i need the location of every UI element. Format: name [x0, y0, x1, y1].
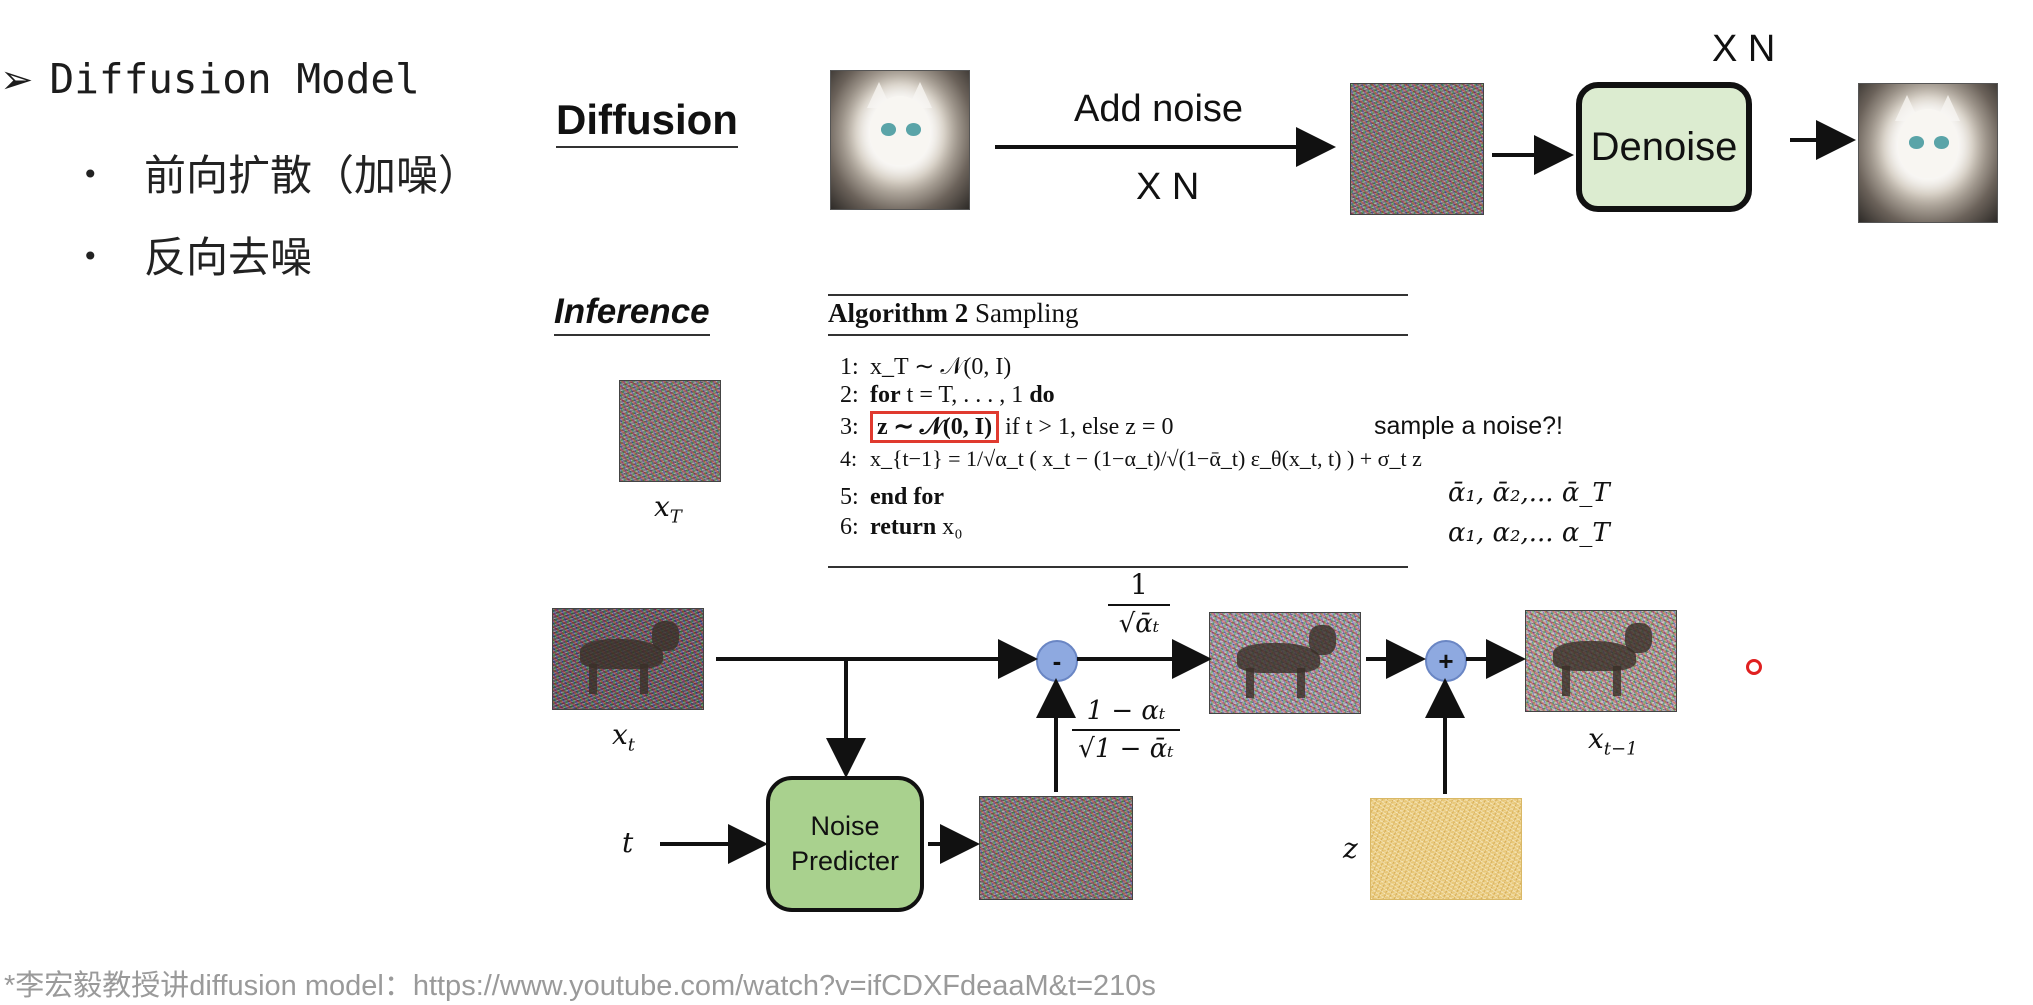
sampling-algorithm: Algorithm 2 Sampling 1:x_T ∼ 𝒩(0, I) 2:f…	[828, 294, 1422, 568]
algorithm-line-1: 1:x_T ∼ 𝒩(0, I)	[840, 354, 1012, 380]
algorithm-line-6: 6:return x₀	[840, 514, 963, 540]
sample-noise-note: sample a noise?!	[1374, 412, 1564, 440]
inference-title: Inference	[554, 292, 710, 336]
clean-cat-image-input	[830, 70, 970, 210]
algorithm-line-2: 2:for t = T, . . . , 1 do	[840, 382, 1055, 408]
xt-minus-1-cat-image	[1525, 610, 1677, 712]
bullet-item-reverse: •反向去噪	[82, 233, 313, 282]
algorithm-line-3: 3:z ∼ 𝒩(0, I) if t > 1, else z = 0	[840, 411, 1173, 443]
xT-label: xT	[654, 490, 682, 528]
clean-cat-image-output	[1858, 83, 1998, 223]
bullet-dot-icon: •	[82, 240, 99, 273]
bullet-item-forward: •前向扩散（加噪）	[82, 151, 481, 200]
denoise-box: Denoise	[1576, 82, 1752, 212]
cursor-pointer-icon	[1746, 659, 1762, 675]
xt-minus-1-label: xt−1	[1588, 722, 1638, 760]
algorithm-line-4: 4:x_{t−1} = 1/√α_t ( x_t − (1−α_t)/√(1−ᾱ…	[840, 446, 1422, 471]
times-n-label: X N	[1136, 166, 1200, 208]
full-noise-image	[1350, 83, 1484, 215]
noise-sample-highlight: z ∼ 𝒩(0, I)	[870, 411, 1000, 443]
z-noise-image	[1370, 798, 1522, 900]
xT-noise-image	[619, 380, 721, 482]
coef-one-minus-alpha: 1 − αₜ √1 − ᾱₜ	[1072, 696, 1180, 764]
xt-label: xt	[612, 718, 636, 756]
alpha-bar-sequence: ᾱ₁, ᾱ₂,... ᾱ_T	[1448, 478, 1610, 508]
slide-heading: ➢Diffusion Model	[0, 55, 420, 103]
source-footer: *李宏毅教授讲diffusion model：https://www.youtu…	[4, 970, 1156, 1002]
t-label: t	[622, 826, 634, 859]
algorithm-line-5: 5:end for	[840, 484, 944, 510]
arrow-bullet-icon: ➢	[0, 57, 34, 103]
algorithm-title: Algorithm 2 Sampling	[828, 298, 1079, 328]
z-label: z	[1343, 832, 1358, 865]
denoised-cat-image	[1209, 612, 1361, 714]
xt-noisy-cat-image	[552, 608, 704, 710]
predicted-noise-image	[979, 796, 1133, 900]
times-n-top-label: X N	[1712, 28, 1776, 70]
add-noise-label: Add noise	[1074, 88, 1244, 130]
diffusion-title: Diffusion	[556, 96, 738, 148]
coef-one-over-sqrt-alpha: 1 √ᾱₜ	[1108, 568, 1170, 639]
bullet-dot-icon: •	[82, 158, 99, 191]
alpha-sequence: α₁, α₂,... α_T	[1448, 518, 1610, 548]
